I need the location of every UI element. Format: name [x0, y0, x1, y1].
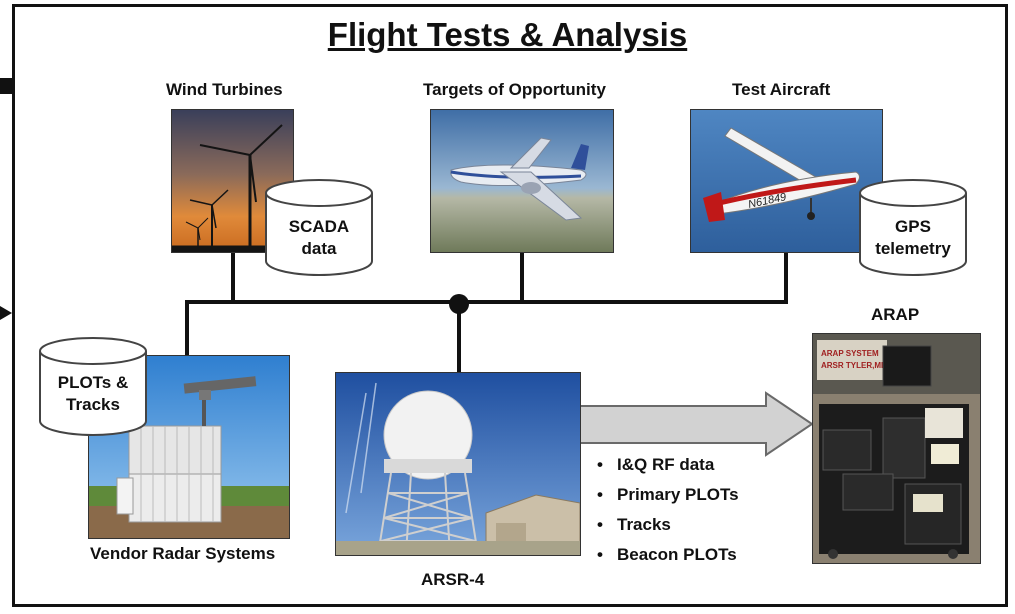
wind-turbines-label: Wind Turbines — [166, 80, 283, 99]
list-item: Tracks — [597, 510, 739, 540]
arap-screen-line1: ARAP SYSTEM — [821, 349, 879, 358]
vendor-radar-systems-label: Vendor Radar Systems — [90, 544, 276, 563]
data-products-list: I&Q RF data Primary PLOTs Tracks Beacon … — [597, 450, 739, 570]
list-item: Beacon PLOTs — [597, 540, 739, 570]
data-flow-arrow — [579, 391, 814, 457]
targets-of-opportunity-label: Targets of Opportunity — [423, 80, 606, 99]
test-aircraft-label: Test Aircraft — [732, 80, 831, 99]
targets-of-opportunity-photo — [430, 109, 614, 253]
left-edge-stub — [0, 78, 14, 94]
left-edge-arrow — [0, 306, 12, 320]
plots-line2: Tracks — [66, 395, 120, 414]
arsr4-photo — [335, 372, 581, 556]
arap-label: ARAP — [871, 305, 920, 324]
gps-line2: telemetry — [875, 239, 951, 258]
scada-data-cylinder: SCADA data — [264, 178, 374, 278]
arap-screen-line2: ARSR TYLER,MN — [821, 361, 887, 370]
gps-line1: GPS — [895, 217, 931, 236]
bus-junction-dot — [449, 294, 469, 314]
plots-tracks-cylinder: PLOTs & Tracks — [38, 336, 148, 438]
arap-photo: ARAP SYSTEM ARSR TYLER,MN — [812, 333, 981, 564]
list-item: I&Q RF data — [597, 450, 739, 480]
arsr4-label: ARSR-4 — [421, 570, 485, 589]
plots-line1: PLOTs & — [57, 373, 129, 392]
list-item: Primary PLOTs — [597, 480, 739, 510]
scada-line1: SCADA — [288, 217, 350, 236]
scada-line2: data — [301, 239, 337, 258]
gps-telemetry-cylinder: GPS telemetry — [858, 178, 968, 278]
test-aircraft-photo: N61849 — [690, 109, 883, 253]
page-title: Flight Tests & Analysis — [327, 16, 688, 53]
